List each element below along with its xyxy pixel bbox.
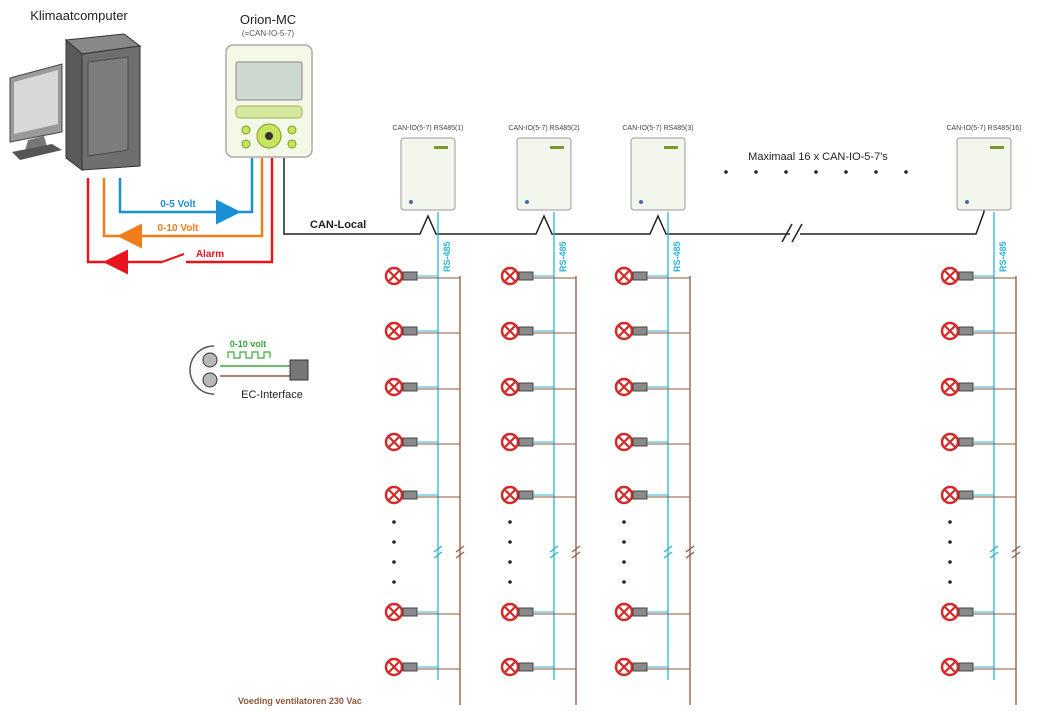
fan-icon [384,377,460,397]
fan-icon [614,485,690,505]
fan-icon [940,266,1016,286]
rs485-label: RS-485 [998,241,1008,272]
fan-icon [940,602,1016,622]
orion-controller-device [225,44,313,158]
module-column: CAN-IO(5-7) RS485(2) RS-485 [500,125,581,705]
label-can-local: CAN-Local [310,219,366,231]
fan-icon [940,321,1016,341]
fan-icon [614,602,690,622]
rs485-label: RS-485 [672,241,682,272]
fan-icon [940,657,1016,677]
fan-icon [500,377,576,397]
module-column: CAN-IO(5-7) RS485(3) RS-485 [614,125,695,705]
ec-interface-icon [189,345,309,395]
label-010-volt: 0-10 Volt [158,223,200,234]
orion-title: Orion-MC [240,12,296,27]
label-05-volt: 0-5 Volt [160,199,196,210]
signal-010-volt [102,158,264,249]
fan-icon [500,485,576,505]
fan-icon [614,377,690,397]
fan-icon [614,321,690,341]
fan-icon [384,432,460,452]
rs485-label: RS-485 [558,241,568,272]
fan-icon [500,321,576,341]
fan-icon [384,485,460,505]
fan-icon [614,266,690,286]
module-label: CAN-IO(5-7) RS485(1) [392,125,463,132]
can-io-module [516,137,572,211]
rs485-label: RS-485 [442,241,452,272]
module-column: CAN-IO(5-7) RS485(1) RS-485 [384,125,465,705]
can-io-module [400,137,456,211]
label-ec-interface: EC-Interface [241,389,303,401]
fan-icon [940,377,1016,397]
module-column: CAN-IO(5-7) RS485(16) RS-485 [940,125,1022,705]
climate-computer-icon [9,33,142,171]
can-io-module [630,137,686,211]
signal-alarm [88,158,274,262]
fan-icon [384,321,460,341]
fan-icon [384,602,460,622]
fan-icon [500,432,576,452]
module-label: CAN-IO(5-7) RS485(3) [622,125,693,132]
label-alarm: Alarm [196,249,224,260]
can-io-module [956,137,1012,211]
continuation-dots [724,170,908,174]
fan-icon [500,266,576,286]
module-label: CAN-IO(5-7) RS485(16) [946,125,1021,132]
fan-icon [614,432,690,452]
orion-subtitle: (=CAN-IO-5-7) [242,29,295,38]
fan-icon [500,602,576,622]
module-label: CAN-IO(5-7) RS485(2) [508,125,579,132]
label-power-supply: Voeding ventilatoren 230 Vac [238,696,362,706]
signal-05-volt [118,158,254,225]
label-ec-signal: 0-10 volt [230,339,267,349]
fan-icon [500,657,576,677]
fan-icon [940,485,1016,505]
fan-icon [384,266,460,286]
fan-icon [940,432,1016,452]
fan-icon [384,657,460,677]
label-max-modules: Maximaal 16 x CAN-IO-5-7's [748,151,888,163]
fan-icon [614,657,690,677]
computer-title: Klimaatcomputer [30,8,128,23]
